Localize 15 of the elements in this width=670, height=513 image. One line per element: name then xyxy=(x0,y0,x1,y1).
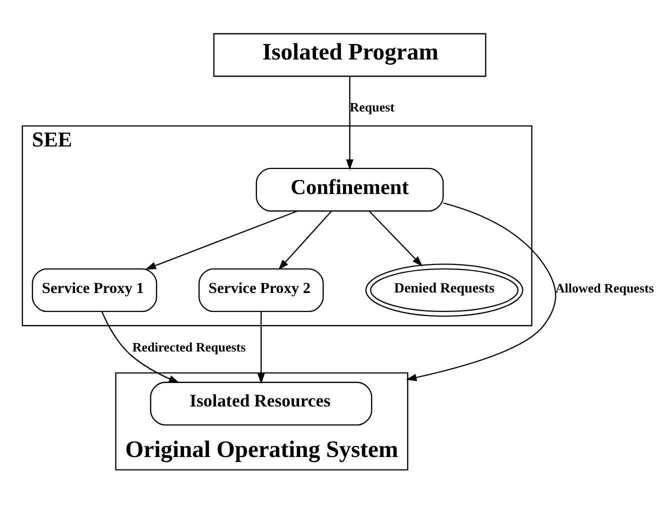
arrow xyxy=(368,210,423,267)
arrow xyxy=(257,312,265,384)
arrow xyxy=(346,76,354,170)
node-box: Isolated Program xyxy=(213,33,486,77)
arrow xyxy=(101,311,180,384)
arrow xyxy=(145,210,298,270)
arrow xyxy=(278,210,332,270)
node-box: Confinement xyxy=(256,168,444,212)
node-box: Service Proxy 2 xyxy=(198,268,324,312)
node-ellipse: Denied Requests xyxy=(365,264,524,317)
edge-label: Redirected Requests xyxy=(132,339,246,354)
arrow xyxy=(406,202,556,382)
edge-label: Allowed Requests xyxy=(555,280,654,296)
node-box: Isolated Resources xyxy=(150,382,372,426)
node-box: Service Proxy 1 xyxy=(32,268,158,312)
